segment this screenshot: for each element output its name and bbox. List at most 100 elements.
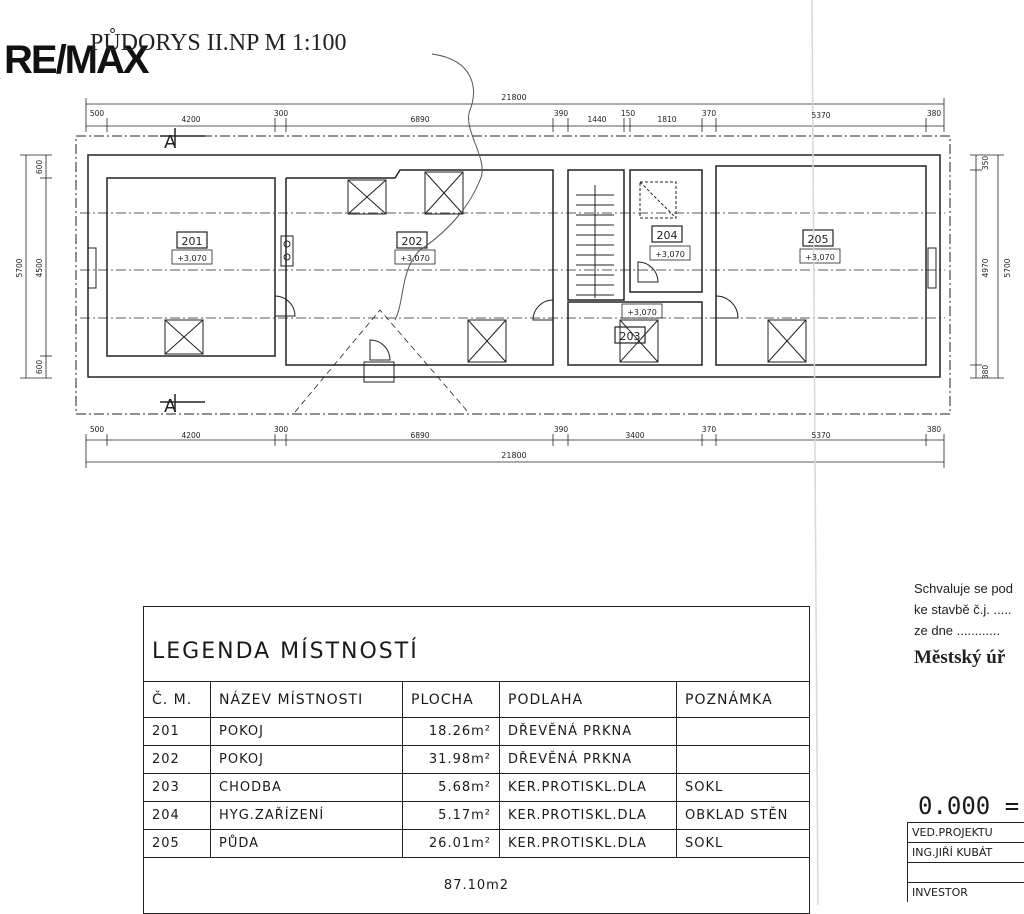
dim-bottom-8: 380 bbox=[927, 425, 942, 434]
cell-area: 26.01m² bbox=[402, 829, 500, 858]
section-arrow-bottom bbox=[160, 394, 205, 412]
dim-bottom-4: 390 bbox=[554, 425, 569, 434]
room-level-203: +3,070 bbox=[627, 308, 657, 317]
cell-number: 201 bbox=[143, 717, 211, 746]
legend-total: 87.10m2 bbox=[143, 857, 810, 914]
approval-office: Městský úř bbox=[914, 647, 1006, 668]
dim-bottom-overall: 21800 bbox=[501, 451, 526, 460]
table-row: 205 PŮDA 26.01m² KER.PROTISKL.DLA SOKL bbox=[143, 829, 810, 858]
section-mark-top: A bbox=[164, 132, 177, 153]
title-block-row: ING.JIŘÍ KUBÁT bbox=[908, 842, 1024, 862]
cell-name: PŮDA bbox=[210, 829, 403, 858]
room-number-202: 202 bbox=[402, 235, 423, 248]
cell-floor: KER.PROTISKL.DLA bbox=[499, 773, 677, 802]
chimney-icon bbox=[280, 235, 294, 267]
room-205-wall bbox=[715, 165, 927, 366]
dim-right-0: 350 bbox=[981, 156, 990, 171]
cell-name: POKOJ bbox=[210, 717, 403, 746]
dim-bottom-1: 4200 bbox=[181, 431, 200, 440]
dim-top-10: 380 bbox=[927, 109, 942, 118]
cell-note: SOKL bbox=[676, 773, 810, 802]
approval-line-3: ze dne ............ bbox=[914, 623, 1000, 638]
room-level-201: +3,070 bbox=[177, 254, 207, 263]
room-number-201: 201 bbox=[182, 235, 203, 248]
window-right bbox=[927, 247, 937, 289]
legend-header-row: Č. M. NÁZEV MÍSTNOSTI PLOCHA PODLAHA POZ… bbox=[143, 681, 810, 718]
dim-bottom-6: 370 bbox=[702, 425, 717, 434]
cell-floor: KER.PROTISKL.DLA bbox=[499, 829, 677, 858]
dim-top-8: 370 bbox=[702, 109, 717, 118]
dim-left-2: 600 bbox=[35, 360, 44, 375]
dim-left-0: 600 bbox=[35, 160, 44, 175]
pencil-scribble bbox=[394, 53, 483, 321]
room-202-wall bbox=[285, 169, 554, 366]
room-level-202: +3,070 bbox=[400, 254, 430, 263]
cell-number: 204 bbox=[143, 801, 211, 830]
header-note: POZNÁMKA bbox=[676, 681, 810, 718]
level-mark: 0.000 = bbox=[918, 792, 1020, 820]
dim-right-1: 4970 bbox=[981, 258, 990, 277]
room-number-204: 204 bbox=[657, 229, 678, 242]
header-name: NÁZEV MÍSTNOSTI bbox=[210, 681, 403, 718]
cell-number: 202 bbox=[143, 745, 211, 774]
dim-top-5: 1440 bbox=[587, 115, 606, 124]
title-block-row: INVESTOR bbox=[908, 882, 1024, 902]
dim-bottom-3: 6890 bbox=[410, 431, 429, 440]
legend-title: LEGENDA MÍSTNOSTÍ bbox=[143, 606, 810, 682]
dim-bottom-5: 3400 bbox=[625, 431, 644, 440]
room-204-wall bbox=[629, 169, 703, 293]
door-swing bbox=[274, 261, 739, 383]
cell-floor: DŘEVĚNÁ PRKNA bbox=[499, 717, 677, 746]
cell-name: CHODBA bbox=[210, 773, 403, 802]
cell-number: 205 bbox=[143, 829, 211, 858]
title-block: VED.PROJEKTU ING.JIŘÍ KUBÁT INVESTOR bbox=[907, 822, 1024, 902]
dimension-lines bbox=[20, 98, 1004, 468]
room-number-203: 203 bbox=[620, 330, 641, 343]
approval-line-2: ke stavbě č.j. ..... bbox=[914, 602, 1012, 617]
dim-bottom-0: 500 bbox=[90, 425, 105, 434]
roof-outline bbox=[75, 135, 951, 415]
dim-bottom-7: 5370 bbox=[811, 431, 830, 440]
table-row: 203 CHODBA 5.68m² KER.PROTISKL.DLA SOKL bbox=[143, 773, 810, 802]
dim-top-2: 300 bbox=[274, 109, 289, 118]
stair-treads bbox=[576, 185, 614, 298]
dim-top-3: 6890 bbox=[410, 115, 429, 124]
cell-area: 5.17m² bbox=[402, 801, 500, 830]
cell-floor: DŘEVĚNÁ PRKNA bbox=[499, 745, 677, 774]
dim-top-4: 390 bbox=[554, 109, 569, 118]
dim-top-6: 150 bbox=[621, 109, 636, 118]
room-legend-table: LEGENDA MÍSTNOSTÍ Č. M. NÁZEV MÍSTNOSTI … bbox=[143, 606, 810, 914]
dim-bottom-2: 300 bbox=[274, 425, 289, 434]
cell-note bbox=[676, 745, 810, 774]
remax-logo: RE/MAX bbox=[4, 38, 150, 82]
cell-note bbox=[676, 717, 810, 746]
cell-note: SOKL bbox=[676, 829, 810, 858]
header-area: PLOCHA bbox=[402, 681, 500, 718]
table-row: 202 POKOJ 31.98m² DŘEVĚNÁ PRKNA bbox=[143, 745, 810, 774]
drawing-title: PŮDORYS II.NP M 1:100 bbox=[90, 30, 347, 56]
table-row: 204 HYG.ZAŘÍZENÍ 5.17m² KER.PROTISKL.DLA… bbox=[143, 801, 810, 830]
header-floor: PODLAHA bbox=[499, 681, 677, 718]
room-number-205: 205 bbox=[808, 233, 829, 246]
dim-left-1: 4500 bbox=[35, 258, 44, 277]
cell-floor: KER.PROTISKL.DLA bbox=[499, 801, 677, 830]
skylight bbox=[164, 171, 807, 363]
cell-number: 203 bbox=[143, 773, 211, 802]
room-201-wall bbox=[106, 177, 276, 357]
dim-right-2: 380 bbox=[981, 365, 990, 380]
dim-right-overall: 5700 bbox=[1003, 258, 1012, 277]
dim-top-overall: 21800 bbox=[501, 93, 526, 102]
cell-area: 18.26m² bbox=[402, 717, 500, 746]
stair-block bbox=[567, 169, 625, 301]
room-level-204: +3,070 bbox=[655, 250, 685, 259]
section-arrow-top bbox=[160, 128, 205, 146]
cell-name: HYG.ZAŘÍZENÍ bbox=[210, 801, 403, 830]
dim-top-9: 5370 bbox=[811, 111, 830, 120]
room-level-205: +3,070 bbox=[805, 253, 835, 262]
cell-note: OBKLAD STĚN bbox=[676, 801, 810, 830]
paper-fold bbox=[811, 0, 819, 905]
cell-area: 5.68m² bbox=[402, 773, 500, 802]
dim-top-7: 1810 bbox=[657, 115, 676, 124]
room-203-wall bbox=[567, 301, 703, 366]
